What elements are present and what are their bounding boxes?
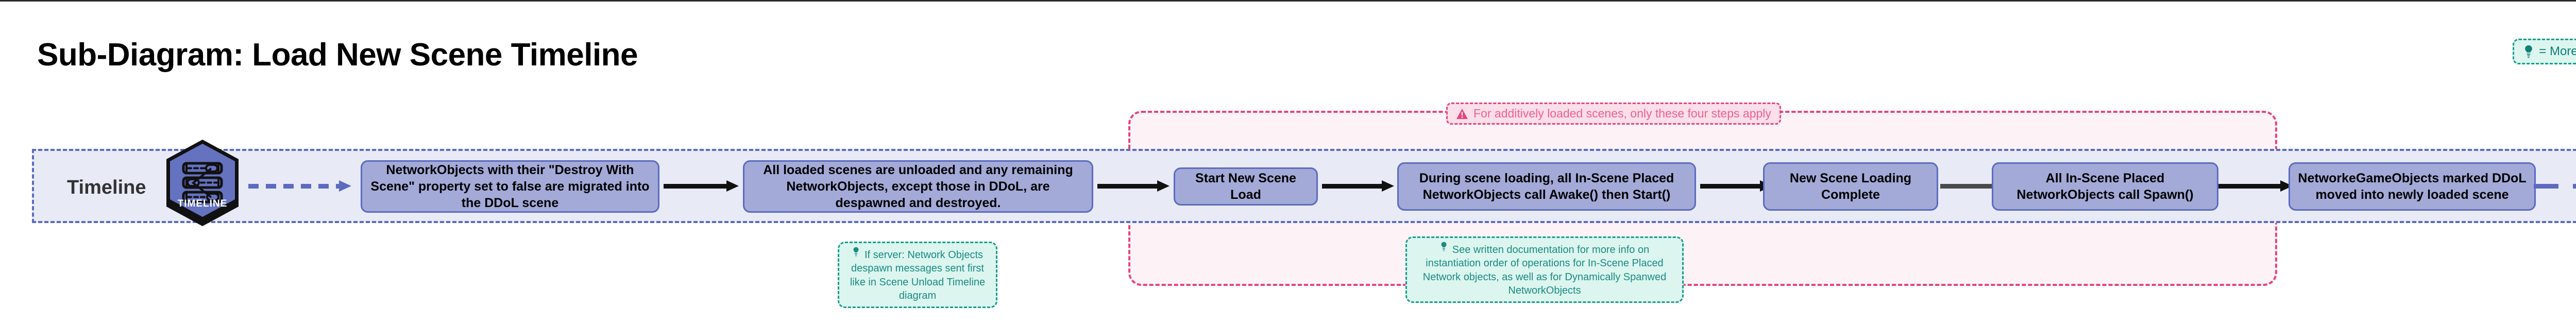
step-box-6[interactable]: All In-Scene Placed NetworkObjects call … [1992, 162, 2218, 211]
step-box-7[interactable]: NetworkeGameObjects marked DDoL moved in… [2289, 162, 2536, 211]
timeline-marker-caption: TIMELINE [177, 198, 228, 209]
legend-label: = More info [2539, 44, 2576, 58]
arrow-step-7-exit [2534, 180, 2576, 192]
note-despawn-order-text: If server: Network Objects despawn messa… [850, 249, 986, 302]
lightbulb-icon [2523, 45, 2534, 58]
note-despawn-order: If server: Network Objects despawn messa… [838, 242, 997, 308]
arrow-step-4-to-5 [1700, 180, 1772, 192]
timeline-marker: TIMELINE [164, 139, 241, 227]
step-box-1[interactable]: NetworkObjects with their "Destroy With … [361, 160, 659, 213]
lightbulb-icon [852, 247, 862, 260]
page-title: Sub-Diagram: Load New Scene Timeline [37, 37, 638, 73]
warning-triangle-icon [1456, 108, 1468, 120]
arrow-step-1-to-2 [664, 180, 739, 192]
timeline-gantt-icon [166, 140, 239, 226]
arrow-step-6-to-7 [2218, 180, 2293, 192]
additive-region-label: For additively loaded scenes, only these… [1446, 103, 1781, 125]
step-box-3[interactable]: Start New Scene Load [1174, 167, 1318, 206]
note-instantiation-order-text: See written documentation for more info … [1422, 244, 1667, 297]
lightbulb-icon [1440, 242, 1450, 255]
timeline-label: Timeline [67, 177, 146, 198]
arrow-step-3-to-4 [1322, 180, 1394, 192]
note-instantiation-order: See written documentation for more info … [1405, 236, 1684, 303]
additive-region-label-text: For additively loaded scenes, only these… [1473, 107, 1771, 120]
arrow-marker-to-step-1 [248, 180, 351, 192]
arrow-step-2-to-3 [1097, 180, 1170, 192]
step-box-5[interactable]: New Scene Loading Complete [1763, 162, 1938, 211]
legend-more-info-badge: = More info [2513, 39, 2576, 64]
step-box-2[interactable]: All loaded scenes are unloaded and any r… [743, 160, 1093, 213]
step-box-4[interactable]: During scene loading, all In-Scene Place… [1397, 162, 1696, 211]
